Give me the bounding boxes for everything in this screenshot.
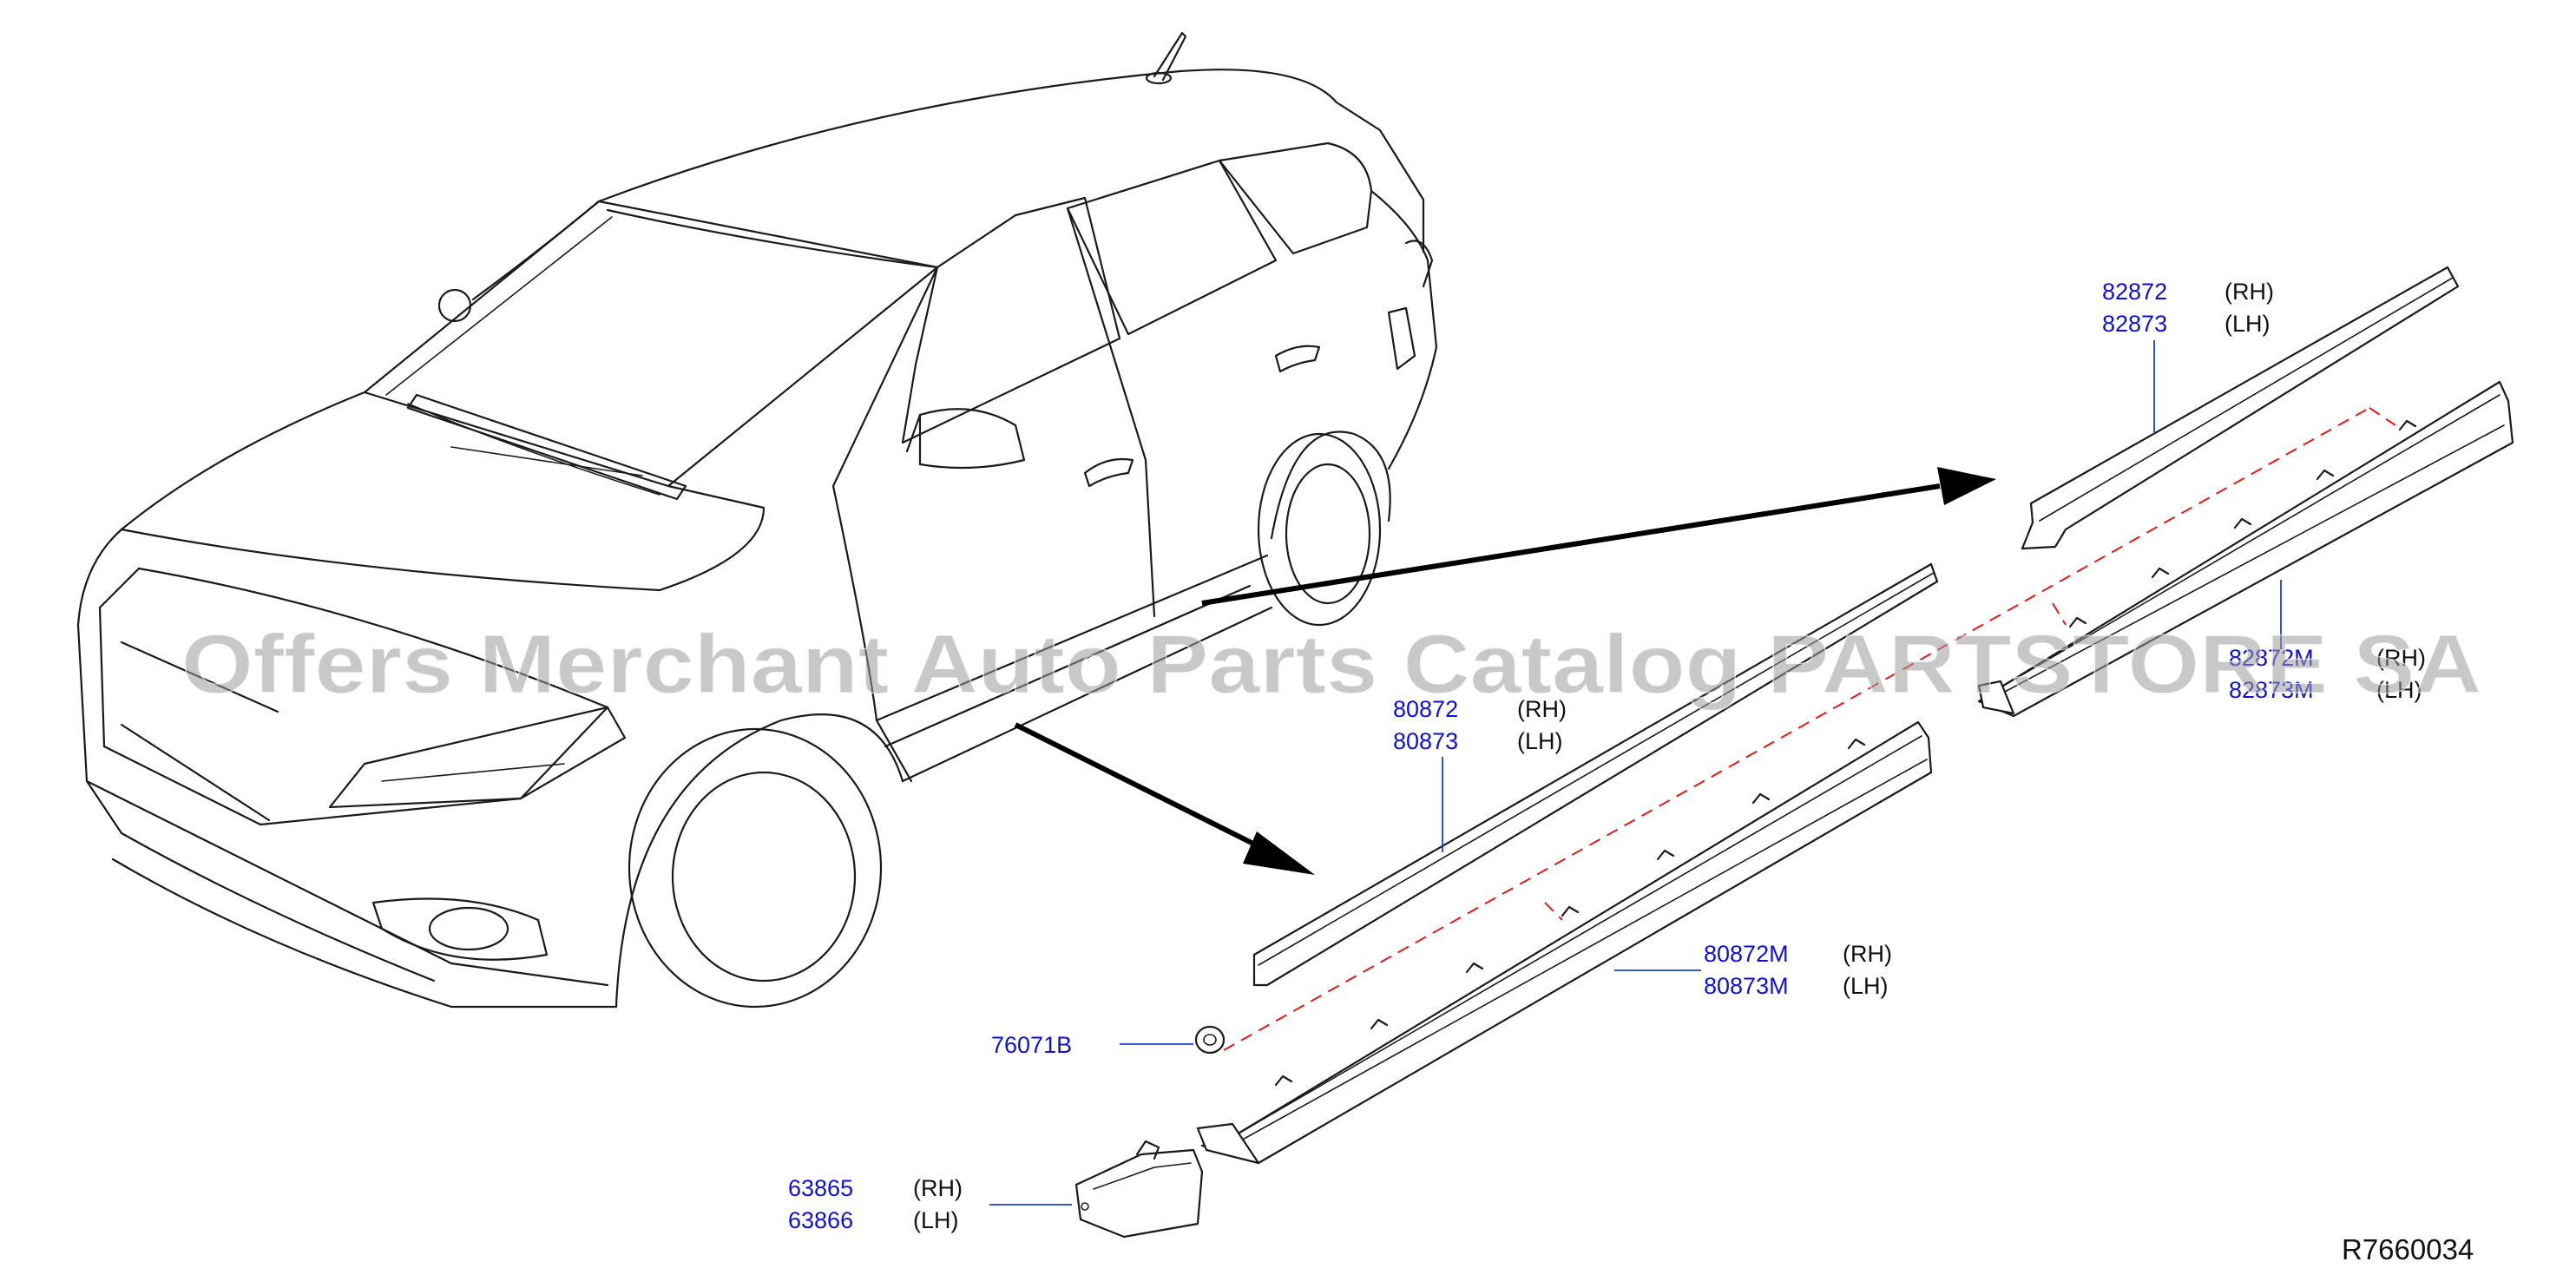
part-number-80873: 80873 — [1393, 728, 1458, 754]
part-number-63865: 63865 — [788, 1175, 853, 1201]
part-number-80873m: 80873M — [1704, 973, 1789, 999]
side-lh: (LH) — [1517, 728, 1563, 754]
side-lh: (LH) — [913, 1207, 959, 1233]
label-rear-sill: 82872M (RH) 82873M (LH) — [2229, 645, 2426, 703]
vehicle-illustration — [76, 31, 1438, 1009]
side-lh: (LH) — [2224, 311, 2270, 337]
side-rh: (RH) — [2376, 645, 2426, 671]
part-number-63866: 63866 — [788, 1207, 853, 1233]
side-rh: (RH) — [2224, 279, 2274, 305]
side-rh: (RH) — [1517, 696, 1567, 722]
part-number-82872: 82872 — [2102, 279, 2167, 305]
part-number-82873: 82873 — [2102, 311, 2167, 337]
side-rh: (RH) — [913, 1175, 963, 1201]
leader-lines — [989, 340, 2282, 1206]
side-lh: (LH) — [1843, 973, 1889, 999]
label-grommet-clip: 76071B — [991, 1032, 1072, 1058]
watermark-text: Offers Merchant Auto Parts Catalog PARTS… — [181, 618, 2481, 711]
part-number-82873m: 82873M — [2229, 677, 2314, 703]
installation-guide-lines — [1223, 407, 2396, 1051]
front-sill-part — [1196, 720, 1933, 1165]
side-rh: (RH) — [1843, 941, 1892, 967]
part-number-82872m: 82872M — [2229, 645, 2314, 671]
front-door-molding-part — [1252, 562, 1939, 987]
diagram-reference-code: R7660034 — [2342, 1233, 2474, 1265]
part-number-76071b: 76071B — [991, 1032, 1072, 1058]
arrow-to-rear-molding — [1201, 467, 1996, 606]
part-number-80872m: 80872M — [1704, 941, 1789, 967]
label-roof-side-molding: 82872 (RH) 82873 (LH) — [2102, 279, 2274, 337]
part-number-80872: 80872 — [1393, 696, 1458, 722]
rear-sill-part — [1977, 380, 2514, 718]
label-front-door-molding: 80872 (RH) 80873 (LH) — [1393, 696, 1567, 754]
side-lh: (LH) — [2376, 677, 2422, 703]
label-front-sill: 80872M (RH) 80873M (LH) — [1704, 941, 1892, 999]
grommet-clip-part — [1194, 1025, 1226, 1055]
arrow-to-front-molding — [1014, 722, 1315, 875]
sill-end-cap-part — [1074, 1140, 1204, 1239]
label-sill-end-cap: 63865 (RH) 63866 (LH) — [788, 1175, 963, 1233]
roof-side-molding-part — [2021, 266, 2460, 550]
